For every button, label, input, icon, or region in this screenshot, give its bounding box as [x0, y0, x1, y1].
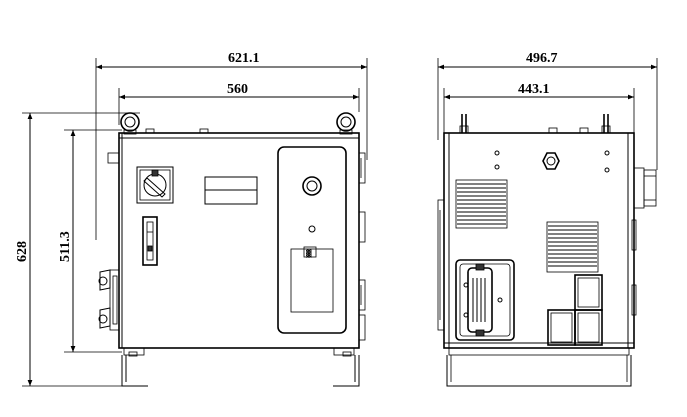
front-housing: [118, 132, 360, 349]
dimension-body-height: 511.3: [58, 129, 122, 353]
level-gauge: [142, 216, 158, 266]
dim-text-560: 560: [227, 82, 248, 97]
front-door: ▓: [277, 146, 347, 334]
hex-fitting: [542, 152, 560, 170]
junction-boxes: [547, 274, 603, 346]
nameplate: [204, 176, 258, 205]
dim-text-496: 496.7: [526, 51, 558, 66]
side-base: [446, 347, 632, 387]
dim-text-511: 511.3: [58, 231, 73, 262]
heavy-duty-connector: [455, 259, 515, 341]
vent-louver-lower: [546, 221, 599, 273]
dim-text-443: 443.1: [518, 82, 550, 97]
lifting-eye-right: [336, 112, 356, 132]
side-lifting-pins: [459, 114, 611, 134]
dimension-overall-width: 621.1: [95, 51, 368, 240]
dimension-inner-width: 560: [118, 82, 360, 125]
front-feet: [121, 347, 360, 387]
rotary-switch: [136, 166, 174, 204]
dimension-overall-height: 628: [15, 112, 148, 387]
dimension-overall-depth: 496.7: [437, 51, 658, 170]
left-side-connector: [98, 269, 120, 331]
vent-louver-upper: [455, 179, 508, 229]
lifting-eye-left: [120, 112, 140, 132]
dim-text-621: 621.1: [228, 51, 260, 66]
dimension-inner-depth: 443.1: [443, 82, 635, 135]
side-cable-gland: [631, 167, 657, 316]
side-view: 496.7 443.1: [437, 51, 658, 387]
dim-text-628: 628: [15, 241, 30, 262]
svg-text:▓: ▓: [306, 249, 312, 258]
right-side-brackets: [358, 152, 366, 341]
front-view: 621.1 560 628 511.3: [15, 51, 368, 387]
